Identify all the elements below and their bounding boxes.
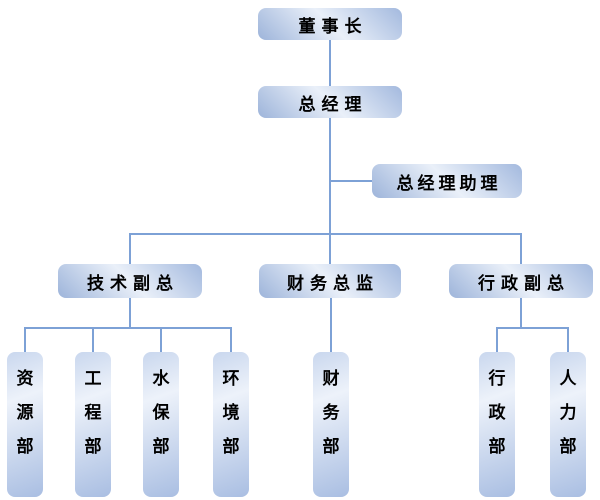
- dept-label: 环境部: [222, 369, 240, 457]
- node-admin-vp: 行政副总: [449, 264, 593, 298]
- connector-stub-admin-dept: [496, 329, 498, 352]
- dept-label: 水保部: [152, 369, 170, 457]
- connector-stub-admin-vp: [520, 235, 522, 264]
- node-dept-engineering: 工程部: [75, 352, 111, 497]
- connector-tech-vp-down: [129, 298, 131, 329]
- node-finance-director: 财务总监: [259, 264, 401, 298]
- connector-tech-horizontal: [24, 327, 232, 329]
- dept-label: 资源部: [16, 369, 34, 457]
- connector-gm-assistant: [331, 180, 372, 182]
- node-dept-environment: 环境部: [213, 352, 249, 497]
- node-tech-vp: 技术副总: [58, 264, 202, 298]
- connector-stub-hr-dept: [567, 329, 569, 352]
- node-chairman: 董事长: [258, 8, 402, 40]
- connector-stub-engineering: [92, 329, 94, 352]
- node-general-manager: 总经理: [258, 86, 402, 118]
- connector-chairman-gm: [329, 40, 331, 86]
- dept-label: 工程部: [84, 369, 102, 457]
- dept-label: 财务部: [322, 369, 340, 457]
- connector-level4-horizontal: [129, 233, 522, 235]
- node-gm-assistant: 总经理助理: [372, 164, 522, 198]
- connector-admin-vp-down: [520, 298, 522, 329]
- node-dept-water-conservation: 水保部: [143, 352, 179, 497]
- connector-admin-horizontal: [496, 327, 569, 329]
- connector-stub-environment: [230, 329, 232, 352]
- connector-stub-tech-vp: [129, 235, 131, 264]
- node-dept-hr: 人力部: [550, 352, 586, 497]
- node-dept-admin: 行政部: [479, 352, 515, 497]
- node-dept-resources: 资源部: [7, 352, 43, 497]
- connector-finance-down: [330, 298, 332, 352]
- node-dept-finance: 财务部: [313, 352, 349, 497]
- dept-label: 行政部: [488, 369, 506, 457]
- connector-gm-trunk: [329, 118, 331, 235]
- dept-label: 人力部: [559, 369, 577, 457]
- connector-stub-water: [160, 329, 162, 352]
- connector-stub-resources: [24, 329, 26, 352]
- connector-stub-finance-director: [329, 235, 331, 264]
